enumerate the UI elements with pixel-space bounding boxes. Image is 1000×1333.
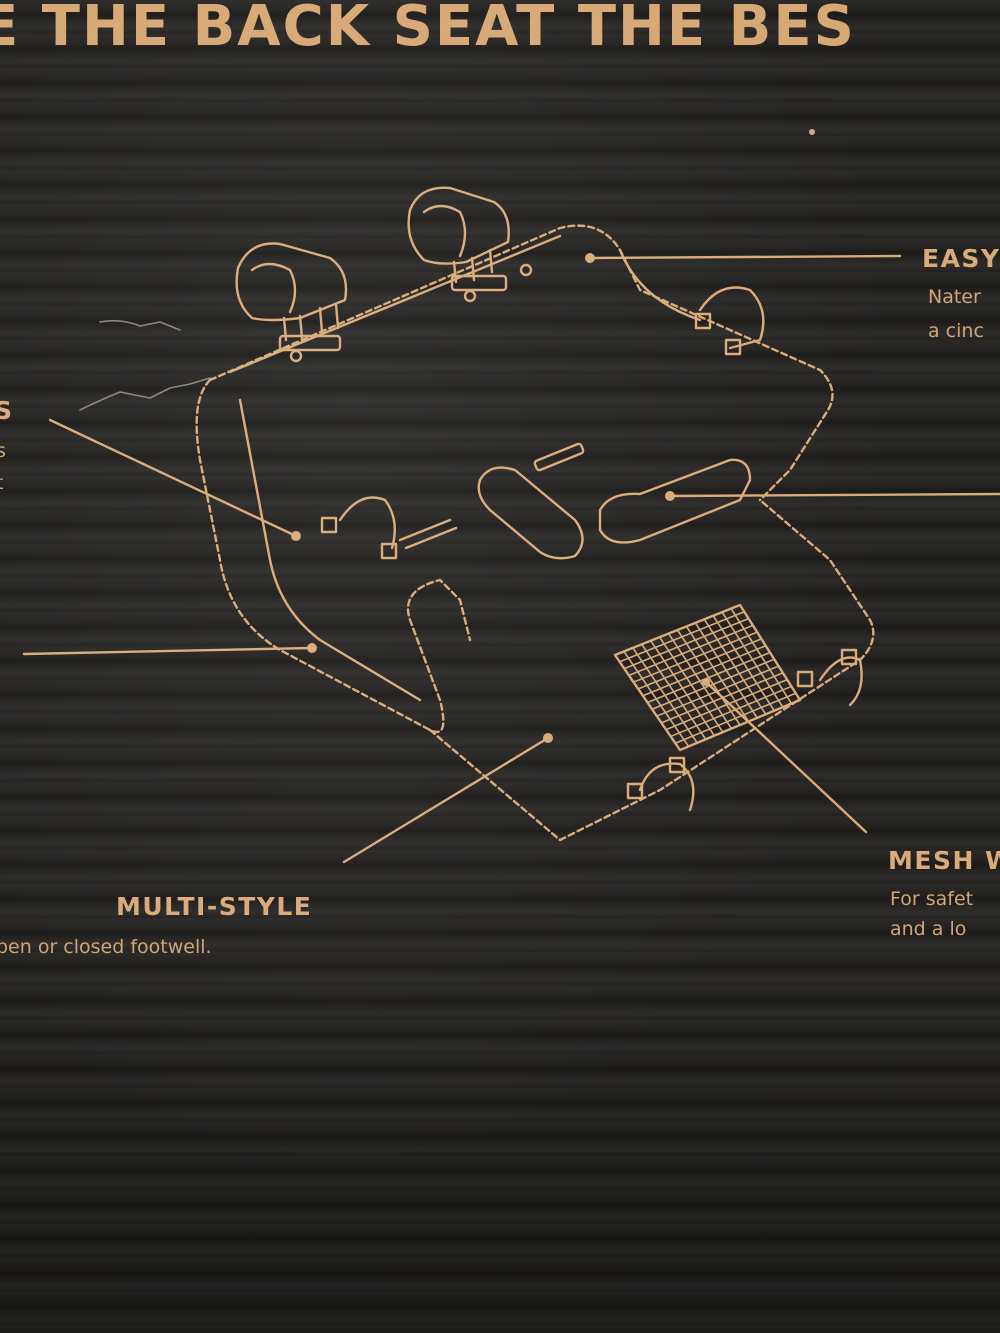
seat-base-outline	[428, 498, 875, 842]
easy-line1: Nater	[928, 286, 981, 308]
left-top-title: S	[0, 396, 14, 425]
mesh-grid-line	[647, 651, 771, 704]
left-top-line2: t	[0, 472, 3, 494]
headline: E THE BACK SEAT THE BES	[0, 0, 856, 59]
headrest-left-icon	[235, 242, 348, 363]
mesh-grid-line	[651, 658, 775, 711]
mesh-grid-line	[665, 678, 788, 731]
headrest-right-icon	[407, 186, 533, 303]
side-wing-left	[195, 378, 472, 734]
seat-bolster-icon	[477, 442, 752, 560]
torn-edge	[79, 319, 211, 411]
mesh-window-icon	[613, 603, 802, 752]
multi-style-text: pen or closed footwell.	[0, 936, 212, 958]
mesh-grid-line	[656, 665, 779, 717]
mesh-grid-line	[685, 625, 750, 722]
mesh-grid-line	[694, 622, 758, 719]
mesh-grid-line	[703, 618, 767, 715]
seatbelt-loops-icon	[320, 286, 863, 812]
mesh-grid-line	[675, 692, 797, 744]
mesh-grid-line	[670, 685, 792, 738]
mesh-line2: and a lo	[890, 918, 967, 940]
mesh-grid-line	[721, 611, 784, 708]
easy-title: EASY	[922, 244, 1000, 273]
mesh-title: MESH W	[888, 846, 1000, 875]
multi-style-title: MULTI-STYLE	[116, 892, 313, 921]
left-top-line1: s	[0, 440, 6, 462]
easy-line2: a cinc	[928, 320, 984, 342]
mesh-grid-line	[712, 615, 775, 712]
backrest-outline	[208, 224, 834, 502]
mesh-grid-line	[730, 608, 793, 705]
callout-leaders	[22, 129, 1000, 864]
mesh-line1: For safet	[890, 888, 974, 910]
